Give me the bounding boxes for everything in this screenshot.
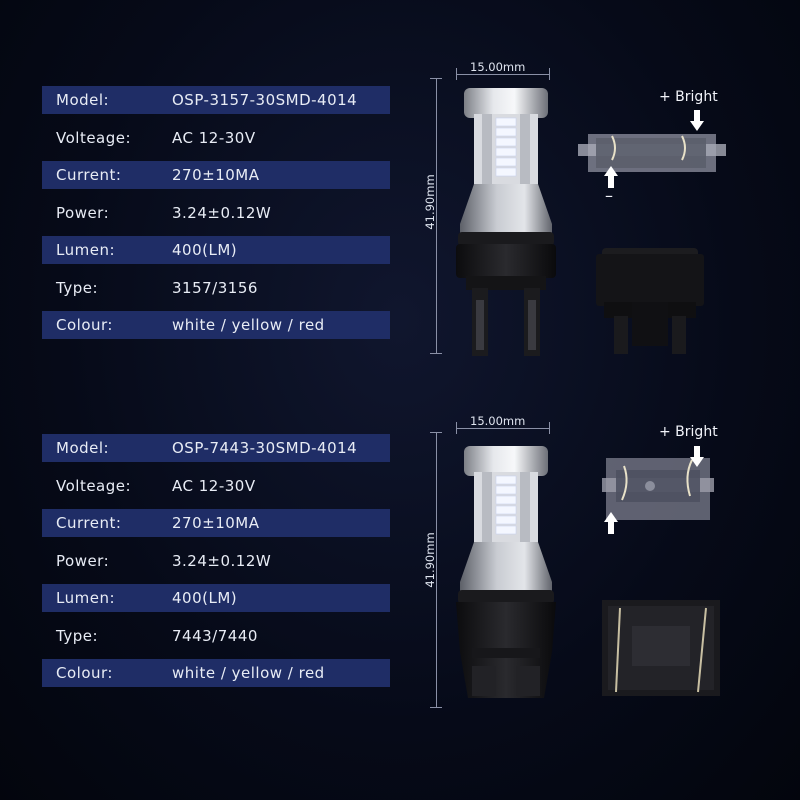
arrow-up-icon [604,512,618,534]
height-dimension-label: 41.90mm [423,532,437,588]
spec-label: Colour: [56,664,113,682]
spec-row-power: Power: 3.24±0.12W [42,199,390,227]
spec-value: 3157/3156 [172,278,258,297]
spec-table: Model: OSP-3157-30SMD-4014 Volteage: AC 12… [42,86,390,349]
socket-front-photo [602,600,720,696]
spec-row-model: Model: OSP-3157-30SMD-4014 [42,86,390,114]
spec-value: OSP-7443-30SMD-4014 [172,439,358,457]
spec-value: 400(LM) [172,241,238,259]
spec-value: 400(LM) [172,589,238,607]
spec-label: Volteage: [56,476,132,495]
spec-label: Model: [56,439,110,457]
spec-value: 3.24±0.12W [172,203,272,222]
spec-row-colour: Colour: white / yellow / red [42,659,390,687]
spec-row-model: Model: OSP-7443-30SMD-4014 [42,434,390,462]
led-bulb-image [456,88,556,356]
height-dimension-label: 41.90mm [423,174,437,230]
bright-label: + Bright [659,424,718,440]
socket-side-photo [602,458,714,520]
spec-row-lumen: Lumen: 400(LM) [42,236,390,264]
width-dimension-label: 15.00mm [470,414,526,428]
spec-label: Lumen: [56,241,116,259]
spec-value: OSP-3157-30SMD-4014 [172,91,358,109]
spec-label: Type: [56,278,99,297]
arrow-down-icon [690,110,704,131]
spec-row-power: Power: 3.24±0.12W [42,547,390,575]
spec-label: Current: [56,514,122,532]
spec-row-current: Current: 270±10MA [42,161,390,189]
led-bulb-image [456,446,556,698]
dimension-tick [430,78,442,79]
spec-label: Power: [56,551,110,570]
spec-table: Model: OSP-7443-30SMD-4014 Volteage: AC 12… [42,434,390,697]
spec-value: AC 12-30V [172,476,256,495]
spec-row-colour: Colour: white / yellow / red [42,311,390,339]
arrow-up-icon [604,166,618,188]
dimension-tick [456,68,457,80]
spec-value: white / yellow / red [172,664,325,682]
spec-label: Current: [56,166,122,184]
spec-value: AC 12-30V [172,128,256,147]
spec-row-current: Current: 270±10MA [42,509,390,537]
spec-value: 3.24±0.12W [172,551,272,570]
width-dimension-line [456,428,550,429]
socket-side-photo [578,134,726,172]
spec-value: 7443/7440 [172,626,258,645]
spec-value: 270±10MA [172,166,260,184]
spec-label: Volteage: [56,128,132,147]
dimension-tick [549,422,550,434]
spec-row-voltage: Volteage: AC 12-30V [42,124,390,152]
spec-row-type: Type: 7443/7440 [42,622,390,650]
socket-front-photo [596,248,704,354]
product-section-3157: Model: OSP-3157-30SMD-4014 Volteage: AC 12… [0,0,800,390]
dimension-tick [430,707,442,708]
spec-row-type: Type: 3157/3156 [42,274,390,302]
width-dimension-label: 15.00mm [470,60,526,74]
spec-label: Type: [56,626,99,645]
spec-row-lumen: Lumen: 400(LM) [42,584,390,612]
spec-label: Power: [56,203,110,222]
height-dimension-line [436,78,437,354]
dimension-tick [430,432,442,433]
spec-label: Colour: [56,316,113,334]
minus-label: – [605,186,613,205]
dimension-tick [549,68,550,80]
product-section-7443: Model: OSP-7443-30SMD-4014 Volteage: AC 12… [0,348,800,738]
spec-value: white / yellow / red [172,316,325,334]
dimension-tick [430,353,442,354]
dimension-tick [456,422,457,434]
spec-label: Lumen: [56,589,116,607]
arrow-down-icon [690,446,704,467]
spec-row-voltage: Volteage: AC 12-30V [42,472,390,500]
spec-value: 270±10MA [172,514,260,532]
height-dimension-line [436,432,437,708]
width-dimension-line [456,74,550,75]
bright-label: + Bright [659,89,718,105]
spec-label: Model: [56,91,110,109]
